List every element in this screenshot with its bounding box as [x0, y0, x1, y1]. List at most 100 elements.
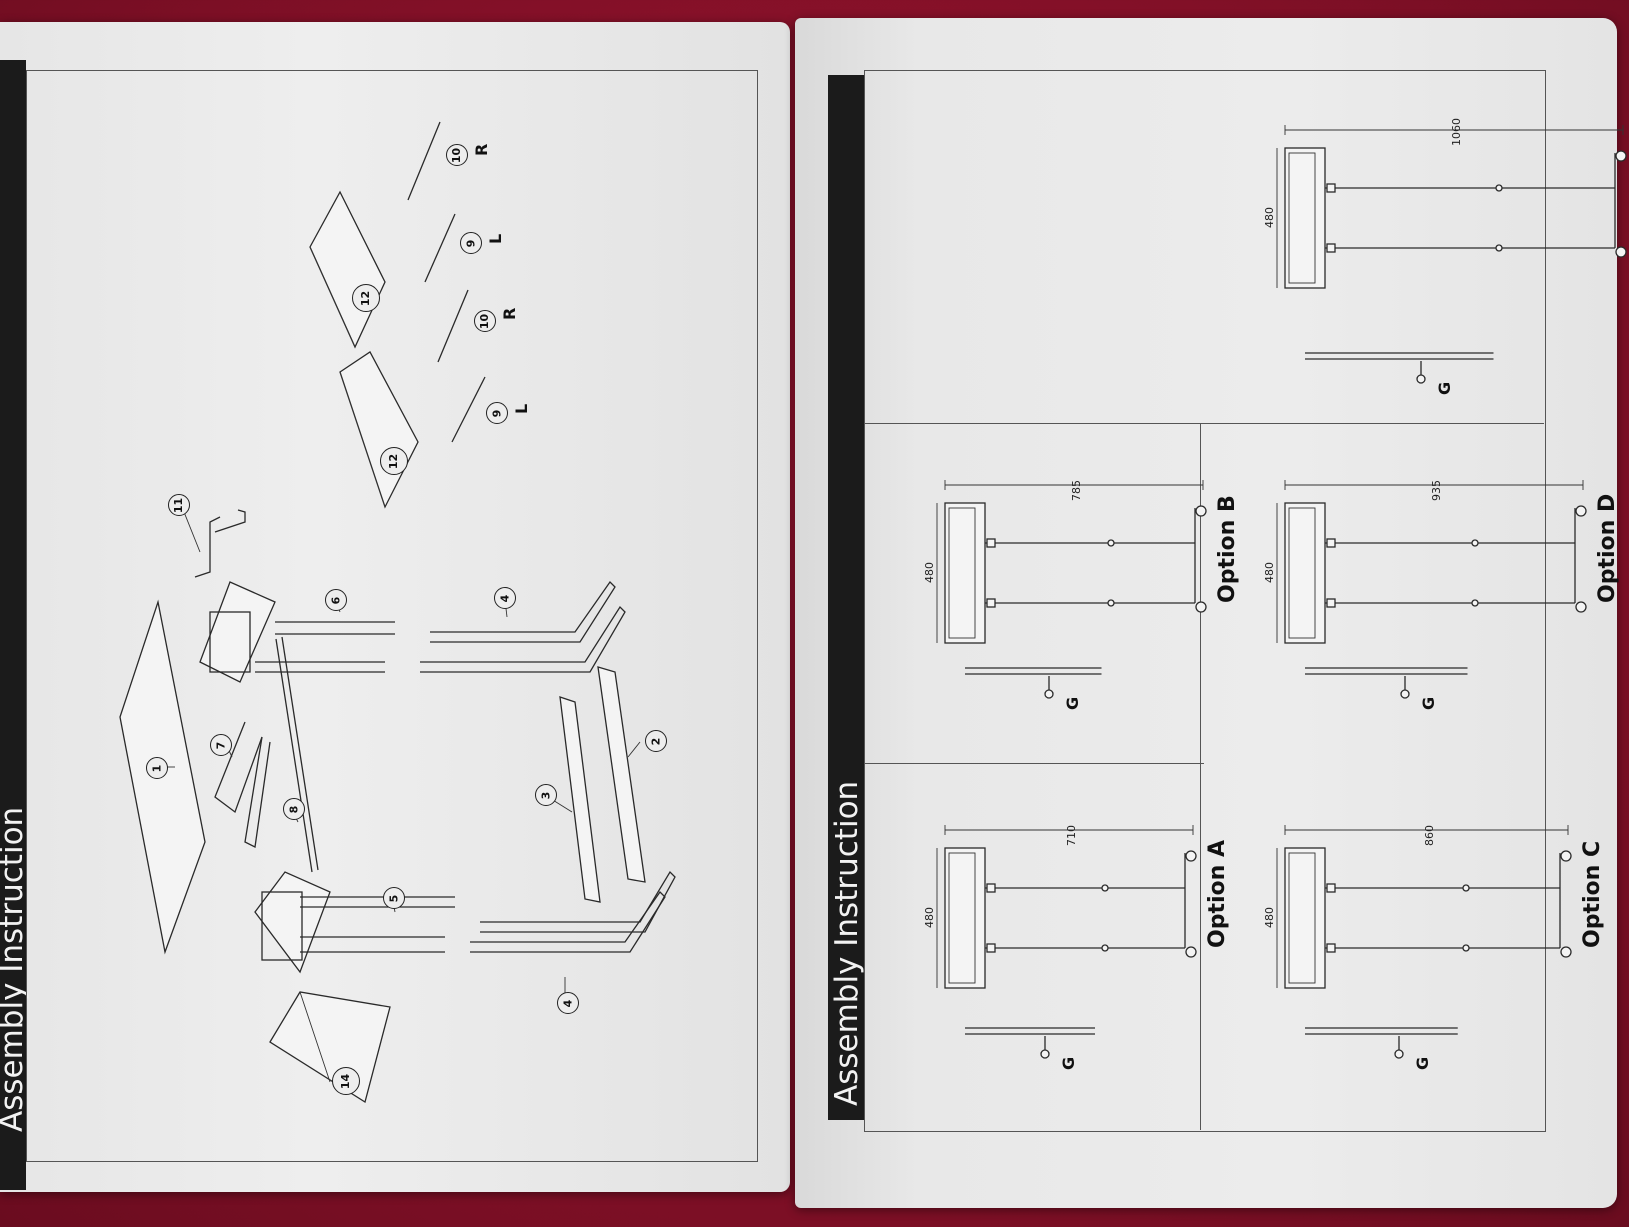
option-label: Option B: [1215, 495, 1240, 603]
pin-label: G: [1419, 696, 1438, 710]
clamp: [986, 538, 996, 548]
height-dimension: 1060: [1450, 118, 1463, 146]
pin-label: G: [1063, 696, 1082, 710]
part-runner-10b: [407, 121, 441, 201]
pin-hole: [1107, 599, 1115, 607]
depth-dimension: 480: [1263, 207, 1276, 228]
grid-divider-h2: [864, 423, 1544, 424]
clamp: [1326, 183, 1336, 193]
callout-part-5: 5: [383, 887, 405, 909]
callout-part-11: 11: [168, 494, 190, 516]
clamp: [1326, 243, 1336, 253]
pin-label: G: [1059, 1056, 1078, 1070]
part-rail-8: [281, 636, 319, 871]
pin-hole: [1101, 944, 1109, 952]
height-dimension: 935: [1430, 480, 1443, 501]
callout-part-12b: 12: [352, 284, 380, 312]
depth-dimension: 480: [923, 907, 936, 928]
drawer-outline: [948, 852, 976, 984]
callout-part-14: 14: [332, 1067, 360, 1095]
desk-top: [944, 847, 986, 989]
side-label-10b: R: [472, 143, 491, 156]
part-leg-4-lower: [470, 890, 666, 953]
part-drawer-14: [269, 991, 391, 1104]
depth-dimension: 480: [1263, 562, 1276, 583]
depth-dimension: 480: [923, 562, 936, 583]
caster-wheel: [1195, 505, 1207, 517]
callout-part-9b: 9: [460, 232, 482, 254]
option-drawing-e: [1276, 125, 1627, 384]
options-frame: [864, 70, 1546, 1132]
callout-part-10a: 10: [474, 310, 496, 332]
pin-hole: [1495, 184, 1503, 192]
option-drawing-b: [936, 480, 1207, 699]
part-runner-10a: [437, 289, 469, 363]
part-runner-9b: [424, 213, 456, 283]
grid-divider-v: [1200, 423, 1201, 1130]
option-label: Option C: [1580, 840, 1605, 948]
drawer-outline: [1288, 852, 1316, 984]
pin-label: G: [1413, 1056, 1432, 1070]
part-frame-6: [199, 581, 276, 683]
part-panel-2: [597, 666, 646, 883]
pin-g-icon: [1040, 1049, 1050, 1059]
part-frame-5: [254, 871, 331, 974]
clamp: [1326, 883, 1336, 893]
side-label-10a: R: [500, 307, 519, 320]
desk-top: [1284, 147, 1326, 289]
caster-wheel: [1560, 946, 1572, 958]
drawer-outline: [948, 507, 976, 639]
parts-frame: [26, 70, 758, 1162]
callout-part-9a: 9: [486, 402, 508, 424]
caster-wheel: [1575, 601, 1587, 613]
header-title: Assembly Instruction: [829, 780, 865, 1106]
pin-g-icon: [1394, 1049, 1404, 1059]
callout-part-10b: 10: [446, 144, 468, 166]
part-panel-3: [559, 696, 601, 903]
part-hook-11: [194, 516, 221, 578]
callout-part-4-lower: 4: [557, 992, 579, 1014]
part-frame-7: [214, 721, 263, 814]
exploded-diagram: [119, 121, 676, 1104]
depth-dimension: 480: [1263, 907, 1276, 928]
clamp: [1326, 598, 1336, 608]
caster-wheel: [1185, 946, 1197, 958]
callout-part-6: 6: [325, 589, 347, 611]
clamp: [1326, 943, 1336, 953]
option-label: Option A: [1205, 840, 1230, 948]
pin-hole: [1101, 884, 1109, 892]
pin-hole: [1462, 944, 1470, 952]
pin-label: G: [1435, 381, 1454, 395]
side-label-9b: L: [486, 233, 505, 244]
pin-g-icon: [1416, 374, 1426, 384]
pin-hole: [1471, 539, 1479, 547]
pin-g-icon: [1400, 689, 1410, 699]
option-drawing-a: [936, 825, 1197, 1059]
side-label-9a: L: [512, 403, 531, 414]
caster-wheel: [1195, 601, 1207, 613]
part-leg-4-upper: [420, 605, 626, 673]
desk-top: [944, 502, 986, 644]
grid-divider-h1: [864, 763, 1204, 764]
pin-hole: [1107, 539, 1115, 547]
part-runner-9a: [451, 376, 486, 443]
callout-part-12a: 12: [380, 447, 408, 475]
callout-part-1: 1: [146, 757, 168, 779]
callout-part-3: 3: [535, 784, 557, 806]
caster-wheel: [1575, 505, 1587, 517]
header-bar: [0, 60, 26, 1190]
caster-wheel: [1560, 850, 1572, 862]
callout-part-4-upper: 4: [494, 587, 516, 609]
caster-wheel: [1615, 246, 1627, 258]
desk-top: [1284, 502, 1326, 644]
pin-hole: [1471, 599, 1479, 607]
desk-top: [1284, 847, 1326, 989]
height-dimension: 860: [1422, 825, 1436, 846]
height-dimension: 710: [1065, 825, 1078, 846]
option-label: Option D: [1595, 493, 1620, 603]
drawer-outline: [1288, 152, 1316, 284]
callout-part-8: 8: [283, 798, 305, 820]
option-drawing-d: [1276, 480, 1587, 699]
pin-hole: [1462, 884, 1470, 892]
